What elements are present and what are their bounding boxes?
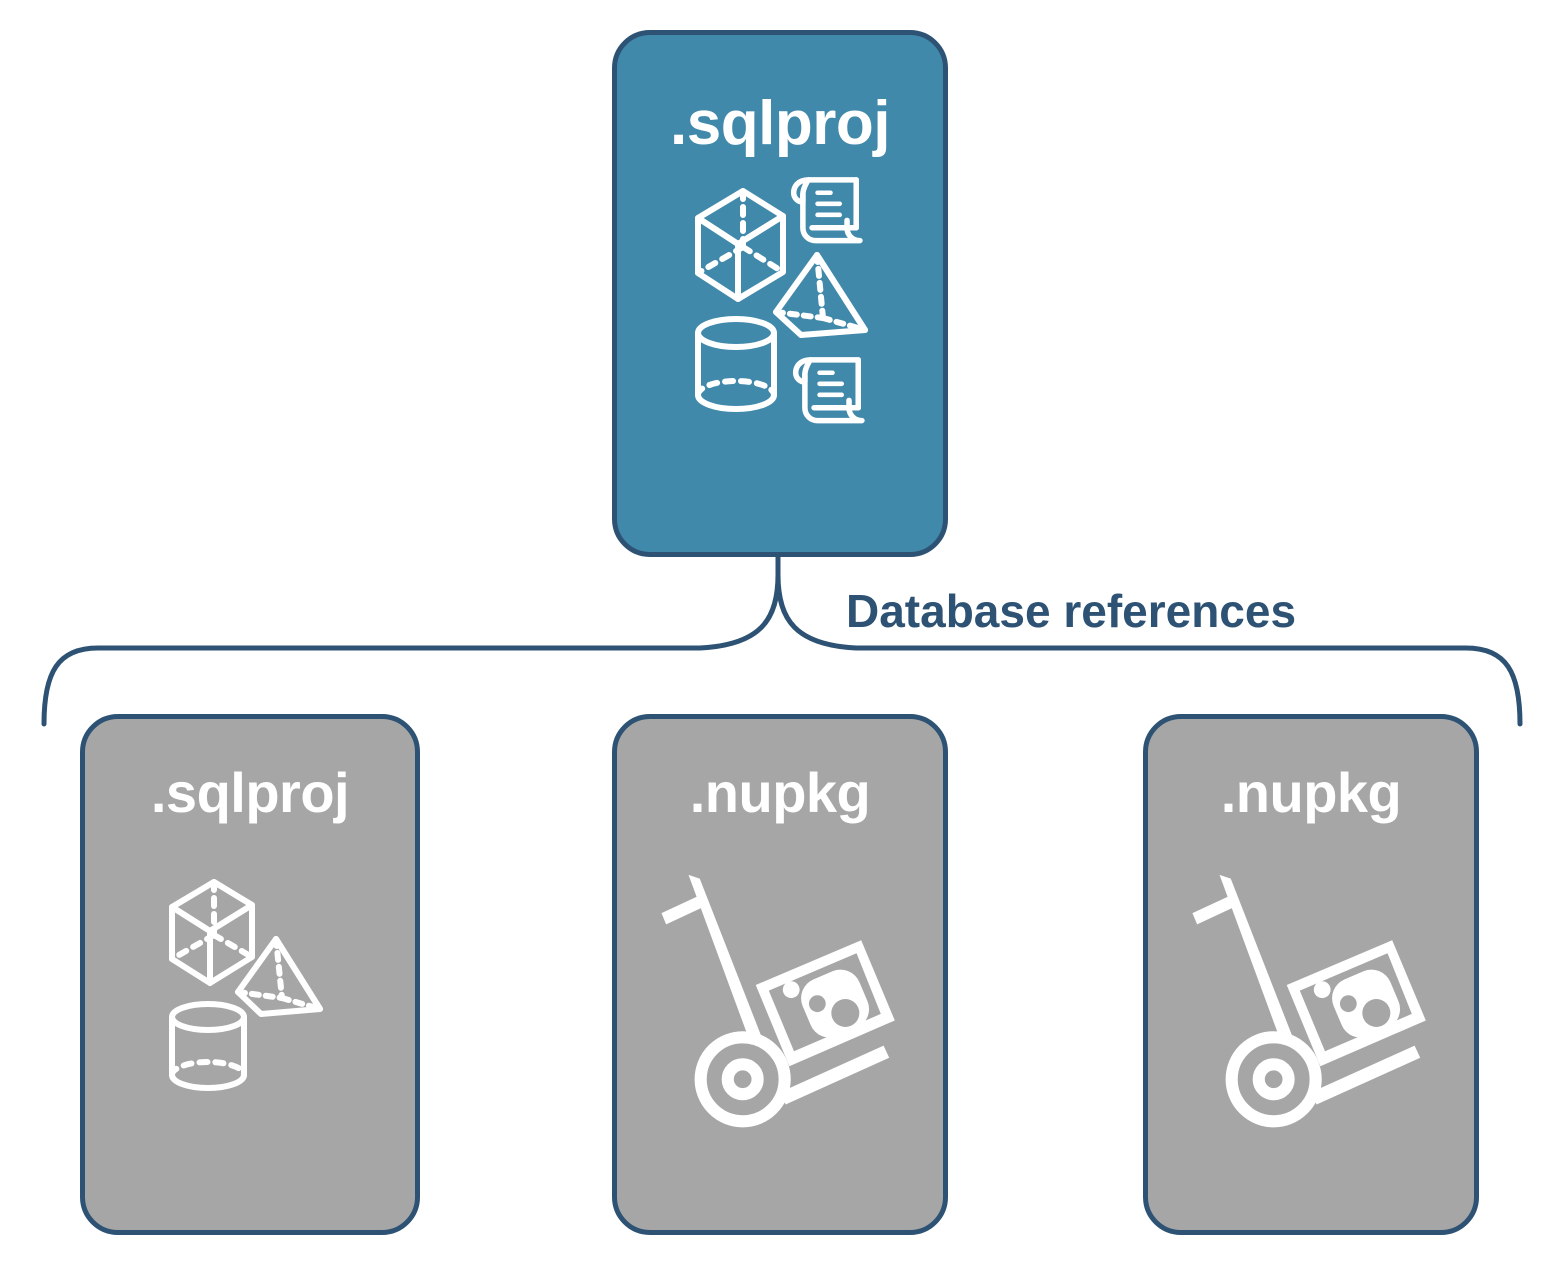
brace-left-arm xyxy=(41,572,781,727)
database-references-label: Database references xyxy=(846,585,1297,637)
scroll-icon xyxy=(790,177,863,244)
cube-icon xyxy=(169,879,255,986)
root-sqlproj-card[interactable]: .sqlproj xyxy=(612,30,948,557)
reference-sqlproj-title: .sqlproj xyxy=(150,761,350,824)
reference-nupkg-card-2[interactable]: .nupkg xyxy=(1143,714,1479,1235)
root-card-title: .sqlproj xyxy=(670,89,890,158)
scroll-icon xyxy=(792,357,865,424)
reference-sqlproj-card[interactable]: .sqlproj xyxy=(80,714,420,1235)
reference-nupkg-icon-group-2 xyxy=(1148,859,1474,1139)
database-objects-artwork xyxy=(695,177,868,424)
hand-truck-package-icon xyxy=(1192,874,1426,1128)
cube-icon xyxy=(695,188,786,302)
root-card-icon-group xyxy=(617,165,943,435)
reference-sqlproj-icon-group xyxy=(85,867,415,1097)
reference-nupkg-title-2: .nupkg xyxy=(1220,761,1402,824)
pyramid-icon xyxy=(235,936,323,1017)
hand-truck-package-icon xyxy=(661,874,895,1128)
reference-nupkg-card-1[interactable]: .nupkg xyxy=(612,714,948,1235)
reference-nupkg-title-1: .nupkg xyxy=(689,761,871,824)
cylinder-icon xyxy=(695,316,777,412)
pyramid-icon xyxy=(773,252,868,338)
database-objects-artwork xyxy=(169,879,323,1091)
reference-nupkg-icon-group-1 xyxy=(617,859,943,1139)
cylinder-icon xyxy=(169,1001,247,1091)
